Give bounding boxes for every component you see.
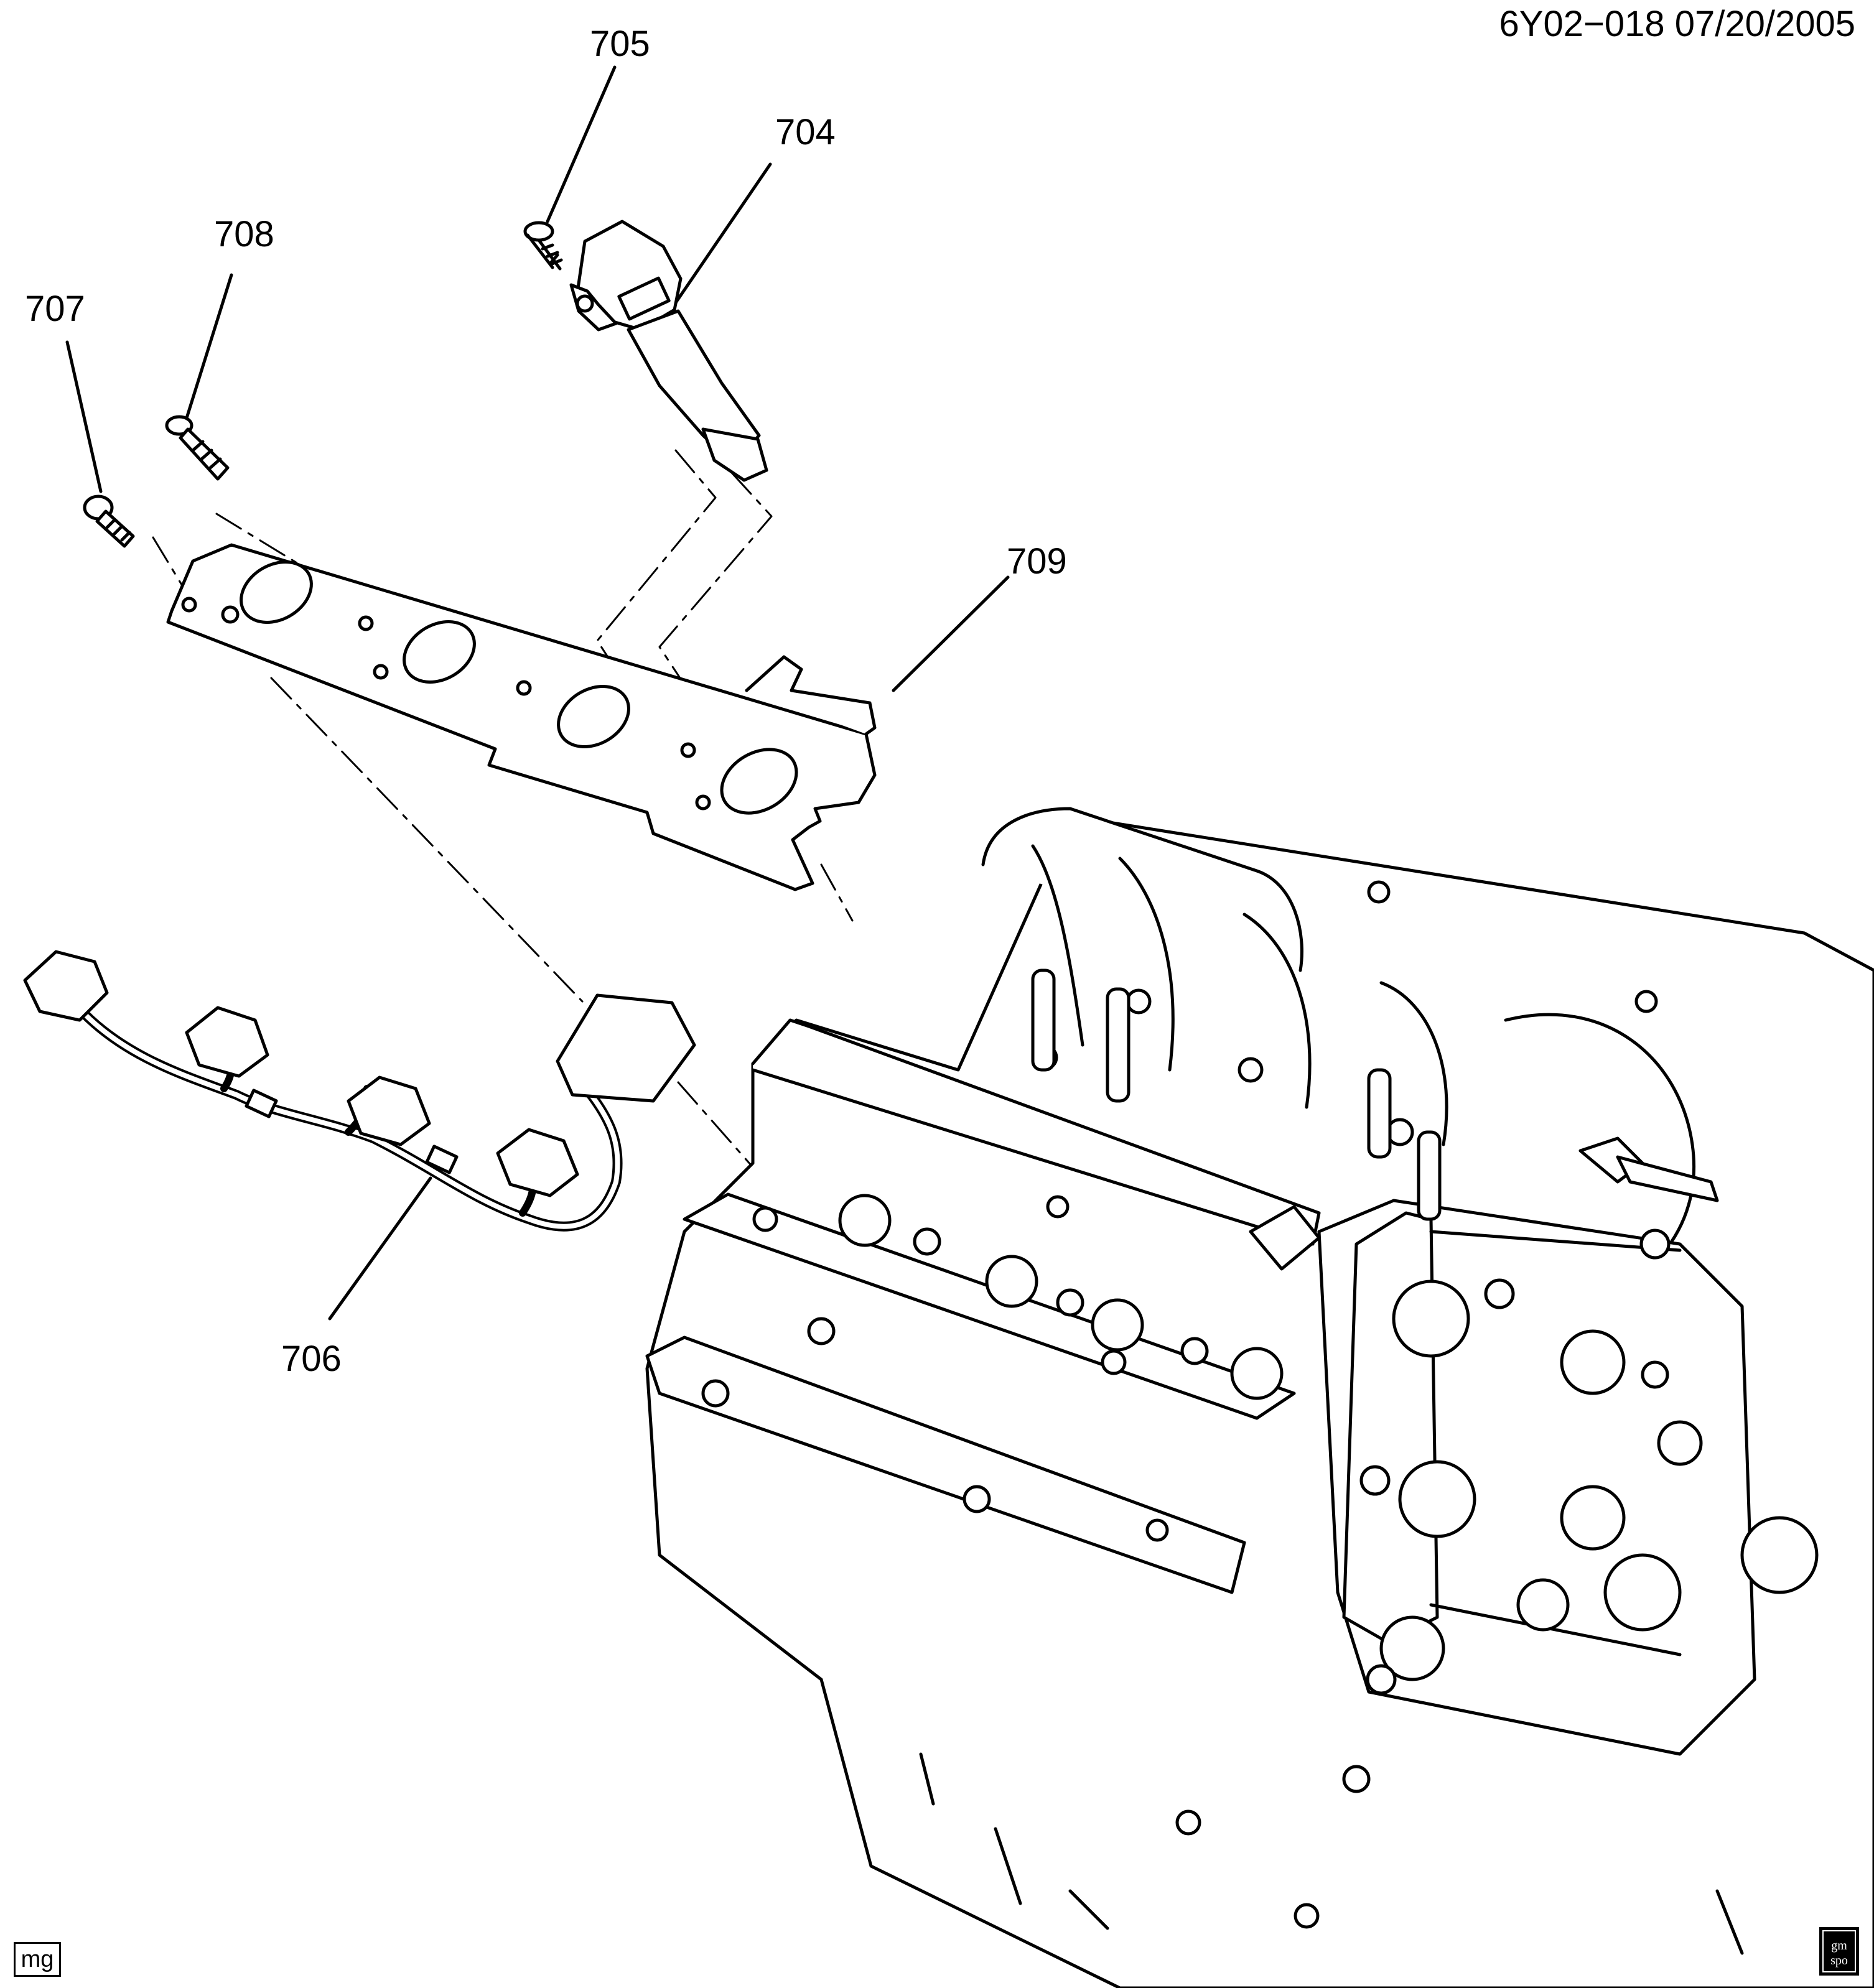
wiring-harness-706 <box>23 950 696 1232</box>
coil-plate-709 <box>166 543 877 891</box>
leader-707 <box>65 340 103 493</box>
callout-704: 704 <box>775 112 836 152</box>
bolt-708 <box>165 415 230 481</box>
callout-707: 707 <box>25 289 85 329</box>
logo-text-top: gm <box>1831 1939 1847 1953</box>
callout-705: 705 <box>590 24 650 64</box>
leader-706 <box>328 1176 432 1321</box>
bolt-705 <box>523 221 563 271</box>
callout-709: 709 <box>1007 541 1067 582</box>
engine-block <box>645 807 1874 1988</box>
gm-spo-logo-icon: gm spo <box>1819 1927 1859 1976</box>
logo-text-bottom: spo <box>1830 1954 1848 1967</box>
leader-705 <box>546 65 617 223</box>
ignition-coil-704 <box>569 220 768 482</box>
leader-704 <box>664 162 772 319</box>
bolt-707 <box>83 495 135 548</box>
artist-tag-label: mg <box>21 1946 54 1972</box>
leader-lines <box>65 65 1010 1321</box>
artist-tag: mg <box>14 1942 61 1977</box>
drawing-code: 6Y02−018 07/20/2005 <box>1499 4 1856 44</box>
leader-709 <box>892 575 1010 692</box>
callout-706: 706 <box>281 1339 342 1379</box>
leader-708 <box>185 273 233 420</box>
callout-708: 708 <box>214 214 274 254</box>
